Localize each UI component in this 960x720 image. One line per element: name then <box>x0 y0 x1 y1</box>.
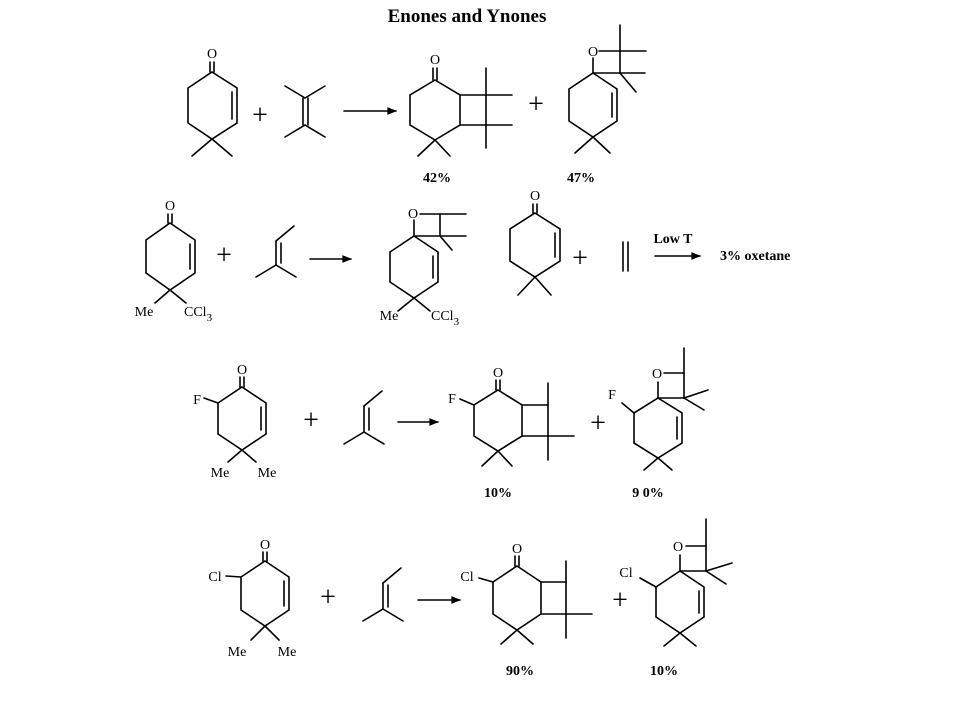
cyclobutane-product-4: O Cl <box>460 542 593 645</box>
oxygen-label: O <box>165 199 175 214</box>
plus-sign: + <box>612 585 628 616</box>
enone-2: O Me CCl3 <box>135 199 213 324</box>
chlorine-label: Cl <box>208 570 221 585</box>
enone-3: O <box>509 189 561 296</box>
cyclobutane-product-1: O <box>409 53 513 157</box>
chlorine-label: Cl <box>619 566 632 581</box>
row-3: O F Me Me + O F <box>193 347 709 501</box>
enone-1: O <box>187 47 238 157</box>
oxygen-label: O <box>408 207 418 222</box>
methyl-label: Me <box>211 466 230 481</box>
reaction-condition: Low T <box>653 232 693 247</box>
oxygen-label: O <box>430 53 440 68</box>
oxetane-product-3: O F <box>608 347 709 471</box>
oxygen-label: O <box>207 47 217 62</box>
plus-sign: + <box>303 405 319 436</box>
oxygen-label: O <box>673 540 683 555</box>
fluorine-label: F <box>448 392 456 407</box>
methyl-label: Me <box>135 305 154 320</box>
oxygen-label: O <box>652 367 662 382</box>
plus-sign: + <box>528 89 544 120</box>
oxetane-product-2: O Me CCl3 <box>380 207 467 328</box>
trichloromethyl-label: CCl3 <box>184 305 213 324</box>
methyl-label: Me <box>380 309 399 324</box>
yield-label: 90% <box>506 664 534 679</box>
methyl-label: Me <box>228 645 247 660</box>
fluoro-enone: O F Me Me <box>193 363 276 481</box>
oxygen-label: O <box>260 538 270 553</box>
oxetane-yield-note: 3% oxetane <box>720 249 790 264</box>
fluorine-label: F <box>608 388 616 403</box>
methyl-label: Me <box>278 645 297 660</box>
oxygen-label: O <box>588 45 598 60</box>
oxygen-label: O <box>237 363 247 378</box>
plus-sign: + <box>252 100 268 131</box>
plus-sign: + <box>590 408 606 439</box>
chlorine-label: Cl <box>460 570 473 585</box>
cyclobutane-product-3: O F <box>448 366 575 467</box>
oxetane-product-4: O Cl <box>619 518 733 647</box>
yield-label: 10% <box>650 664 678 679</box>
plus-sign: + <box>216 240 232 271</box>
row-4: O Cl Me Me + O Cl <box>208 518 733 679</box>
oxygen-label: O <box>530 189 540 204</box>
yield-label: 42% <box>423 171 451 186</box>
methylbutene <box>362 567 404 622</box>
ethylene <box>622 241 629 272</box>
oxetane-product-1: O <box>568 24 647 154</box>
tetramethylethylene <box>284 85 326 138</box>
methyl-label: Me <box>258 466 277 481</box>
oxygen-label: O <box>493 366 503 381</box>
plus-sign: + <box>320 582 336 613</box>
yield-label: 9 0% <box>632 486 664 501</box>
chloro-enone: O Cl Me Me <box>208 538 296 660</box>
row-1: O + O + <box>187 24 647 186</box>
fluorine-label: F <box>193 393 201 408</box>
page-title: Enones and Ynones <box>388 6 547 27</box>
plus-sign: + <box>572 243 588 274</box>
trichloromethyl-label: CCl3 <box>431 309 460 328</box>
yield-label: 47% <box>567 171 595 186</box>
methylbutene <box>343 390 385 445</box>
yield-label: 10% <box>484 486 512 501</box>
oxygen-label: O <box>512 542 522 557</box>
methylbutene <box>255 225 297 278</box>
row-2: O Me CCl3 + O <box>135 189 791 328</box>
